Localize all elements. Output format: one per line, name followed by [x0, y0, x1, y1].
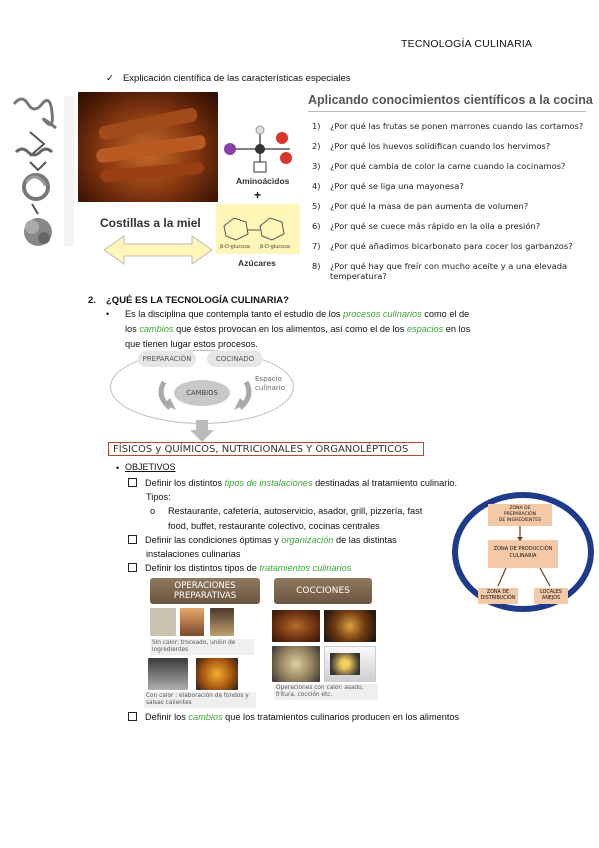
check-item-text: Explicación científica de las caracterís…	[122, 73, 351, 84]
food-photo	[180, 608, 204, 636]
cycle-arrows-icon	[158, 380, 252, 410]
question-item: 3)¿Por qué cambia de color la carne cuan…	[312, 161, 566, 171]
glucose-label-2: β-D-glucosa	[260, 244, 290, 250]
tipos-list: Restaurante, cafetería, autoservicio, as…	[168, 506, 423, 531]
objetivos-title: OBJETIVOS	[125, 462, 176, 472]
question-item: 6)¿Por qué se cuece más rápido en la oll…	[312, 221, 541, 231]
checkbox-square-icon	[128, 478, 137, 488]
bullet-icon: •	[116, 463, 120, 473]
ribs-photo	[78, 92, 218, 202]
science-illustration: Aminoácidos + β-D-glucosa β-D-glucosa Az…	[10, 92, 300, 270]
question-item: 5)¿Por qué la masa de pan aumenta de vol…	[312, 201, 529, 211]
protein-structure-icon	[12, 96, 74, 246]
question-item: temperatura?	[330, 271, 387, 281]
question-item: 7)¿Por qué añadimos bicarbonato para coc…	[312, 241, 573, 251]
objective-item: Definir los cambios que los tratamientos…	[128, 710, 459, 725]
image-caption: Costillas a la miel	[100, 216, 201, 230]
bullet-icon: •	[106, 309, 110, 319]
checkbox-square-icon	[128, 712, 137, 722]
question-item: 1)¿Por qué las frutas se ponen marrones …	[312, 121, 584, 131]
definition-paragraph: Es la disciplina que contempla tanto el …	[125, 309, 471, 349]
food-photo	[272, 610, 320, 642]
question-item: 8)¿Por qué hay que freír con mucho aceit…	[312, 261, 568, 271]
question-item: 4)¿Por qué se liga una mayonesa?	[312, 181, 464, 191]
double-arrow-icon	[103, 235, 213, 265]
zones-oval	[452, 492, 594, 612]
microwave-photo	[324, 646, 376, 682]
tipos-label: Tipos:	[146, 492, 171, 502]
changes-banner: FÍSICOS y QUÍMICOS, NUTRICIONALES Y ORGA…	[108, 442, 424, 456]
aminoacidos-label: Aminoácidos	[236, 176, 290, 186]
food-photo	[150, 608, 176, 636]
food-photo	[324, 610, 376, 642]
checkbox-square-icon	[128, 563, 137, 573]
objective-item: Definir los distintos tipos de instalaci…	[128, 476, 457, 491]
check-item: ✓ Explicación científica de las caracterí…	[106, 73, 351, 84]
objective-item: Definir las condiciones óptimas y organi…	[128, 533, 397, 548]
food-photo	[196, 658, 238, 690]
check-icon: ✓	[106, 73, 114, 84]
food-photo	[272, 646, 320, 682]
objective-continuation: instalaciones culinarias	[146, 549, 241, 559]
cocciones-caption: Operaciones con calor: asado,fritura, co…	[274, 684, 378, 700]
cocciones-title-box: COCCIONES	[274, 578, 372, 604]
objective-item: Definir los distintos tipos de tratamien…	[128, 561, 351, 576]
questions-title: Aplicando conocimientos científicos a la…	[308, 93, 593, 107]
circle-bullet-icon: o	[150, 506, 156, 516]
glucose-label-1: β-D-glucosa	[220, 244, 250, 250]
down-arrow-icon	[190, 420, 214, 442]
preparacion-pill: PREPARACIÓN	[138, 351, 196, 367]
cocinado-pill: COCINADO	[207, 351, 263, 367]
glucose-molecule-icon	[223, 217, 285, 241]
amino-acid-molecule-icon	[224, 125, 292, 173]
questions-divider	[308, 111, 586, 112]
sugar-molecule-box: β-D-glucosa β-D-glucosa	[216, 204, 300, 254]
question-item: 2)¿Por qué los huevos solidifican cuando…	[312, 141, 551, 151]
cambios-circle: CAMBIOS	[174, 380, 230, 406]
food-photo	[148, 658, 188, 690]
plus-sign: +	[254, 188, 262, 202]
page-header: TECNOLOGÍA CULINARIA	[401, 38, 533, 50]
food-photo	[210, 608, 234, 636]
section-heading: 2.¿QUÉ ES LA TECNOLOGÍA CULINARIA?	[88, 295, 289, 306]
checkbox-square-icon	[128, 535, 137, 545]
zone-arrows-icon	[497, 526, 551, 587]
azucares-label: Azúcares	[238, 258, 276, 268]
